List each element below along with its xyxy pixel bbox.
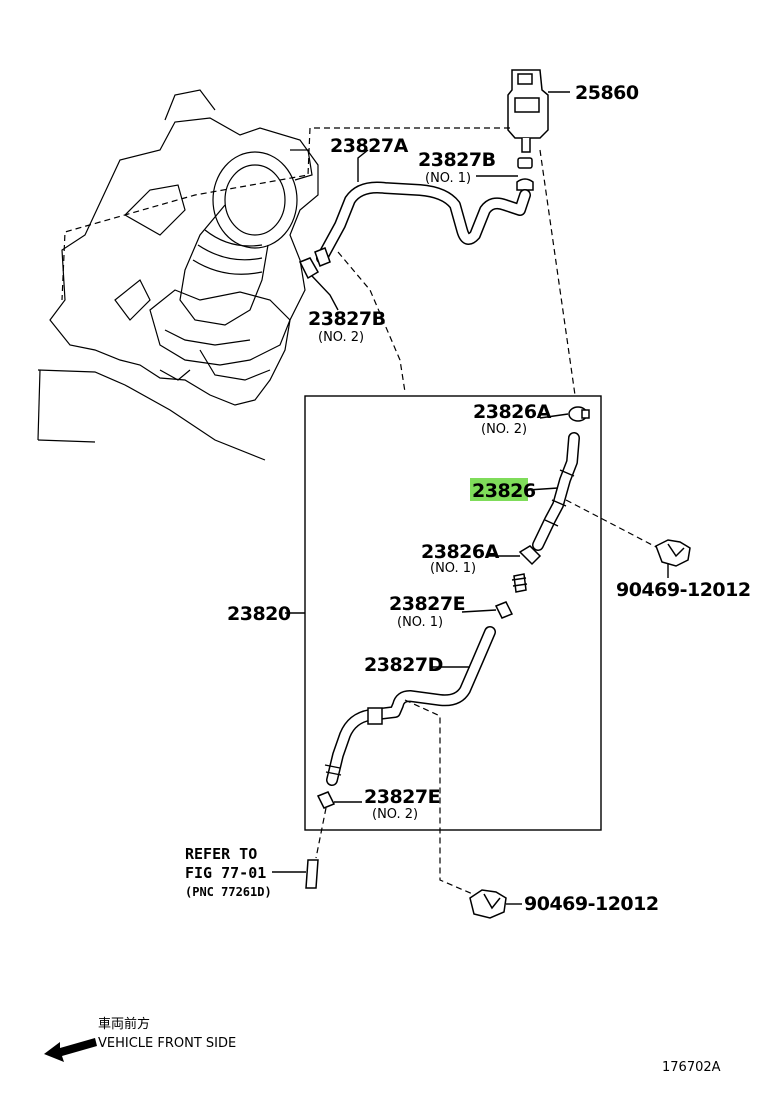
label-23827B-no1: 23827B — [418, 149, 496, 171]
label-23827E-no2: 23827E — [364, 786, 440, 808]
label-23827E-no2-sub: (NO. 2) — [372, 807, 418, 822]
part-23827B-no2-clamp[interactable] — [298, 247, 331, 280]
refer-line3: (PNC 77261D) — [185, 885, 272, 899]
part-23826A-no2-clamp[interactable] — [568, 406, 590, 422]
leader-23827A — [357, 149, 369, 182]
label-25860: 25860 — [575, 82, 639, 104]
label-23826A-no2: 23826A — [473, 401, 552, 423]
leader-23827B-no2 — [311, 275, 339, 311]
dashed-leader-box-top — [337, 251, 406, 393]
front-side-label-en: VEHICLE FRONT SIDE — [98, 1036, 236, 1051]
part-23826A-no1-clamp[interactable] — [518, 545, 542, 566]
engine-illustration — [37, 89, 319, 461]
leader-23827E-no1 — [461, 609, 497, 613]
dashed-leader-right — [539, 149, 576, 396]
dashed-leader-refer — [315, 807, 327, 859]
label-23827A: 23827A — [330, 135, 409, 157]
front-side-label-jp: 車両前方 — [98, 1016, 150, 1032]
dashed-leader-90469-bottom — [404, 699, 476, 896]
label-23827D: 23827D — [364, 654, 443, 676]
part-23827E-no1-clamp[interactable] — [494, 601, 514, 619]
dashed-leader-90469-right — [565, 499, 659, 549]
label-23826A-no1: 23826A — [421, 541, 500, 563]
label-23820: 23820 — [227, 603, 291, 625]
label-90469-right: 90469-12012 — [616, 579, 751, 601]
figure-number: 176702A — [662, 1060, 721, 1075]
label-23826A-no1-sub: (NO. 1) — [430, 561, 476, 576]
label-23827E-no1-sub: (NO. 1) — [397, 615, 443, 630]
vehicle-front-arrow-icon — [44, 1038, 97, 1062]
label-23827B-no2-sub: (NO. 2) — [318, 330, 364, 345]
part-connector-pipe[interactable] — [511, 573, 528, 593]
refer-line2: FIG 77-01 — [185, 864, 266, 882]
label-23826-highlight — [470, 478, 528, 501]
part-refer-pipe-stub — [305, 859, 319, 889]
label-23827B-no1-sub: (NO. 1) — [425, 171, 471, 186]
part-23827E-no2-clamp[interactable] — [316, 791, 336, 809]
label-23826A-no2-sub: (NO. 2) — [481, 422, 527, 437]
part-90469-bottom-clip[interactable] — [469, 889, 507, 919]
part-90469-right-clip[interactable] — [655, 539, 691, 567]
leader-23826A-no2 — [539, 413, 569, 419]
label-90469-bottom: 90469-12012 — [524, 893, 659, 915]
refer-line1: REFER TO — [185, 845, 257, 863]
label-23827E-no1: 23827E — [389, 593, 465, 615]
part-23827B-no1-clip[interactable] — [516, 157, 534, 191]
label-23826[interactable]: 23826 — [472, 480, 536, 502]
label-23827B-no2: 23827B — [308, 308, 386, 330]
hose-23827A[interactable] — [316, 181, 531, 264]
dashed-leader-top-left — [61, 127, 510, 301]
part-25860-valve[interactable] — [507, 69, 570, 153]
leader-23826 — [527, 487, 559, 491]
hose-23827D[interactable] — [324, 626, 496, 786]
hose-23826[interactable] — [532, 432, 580, 551]
